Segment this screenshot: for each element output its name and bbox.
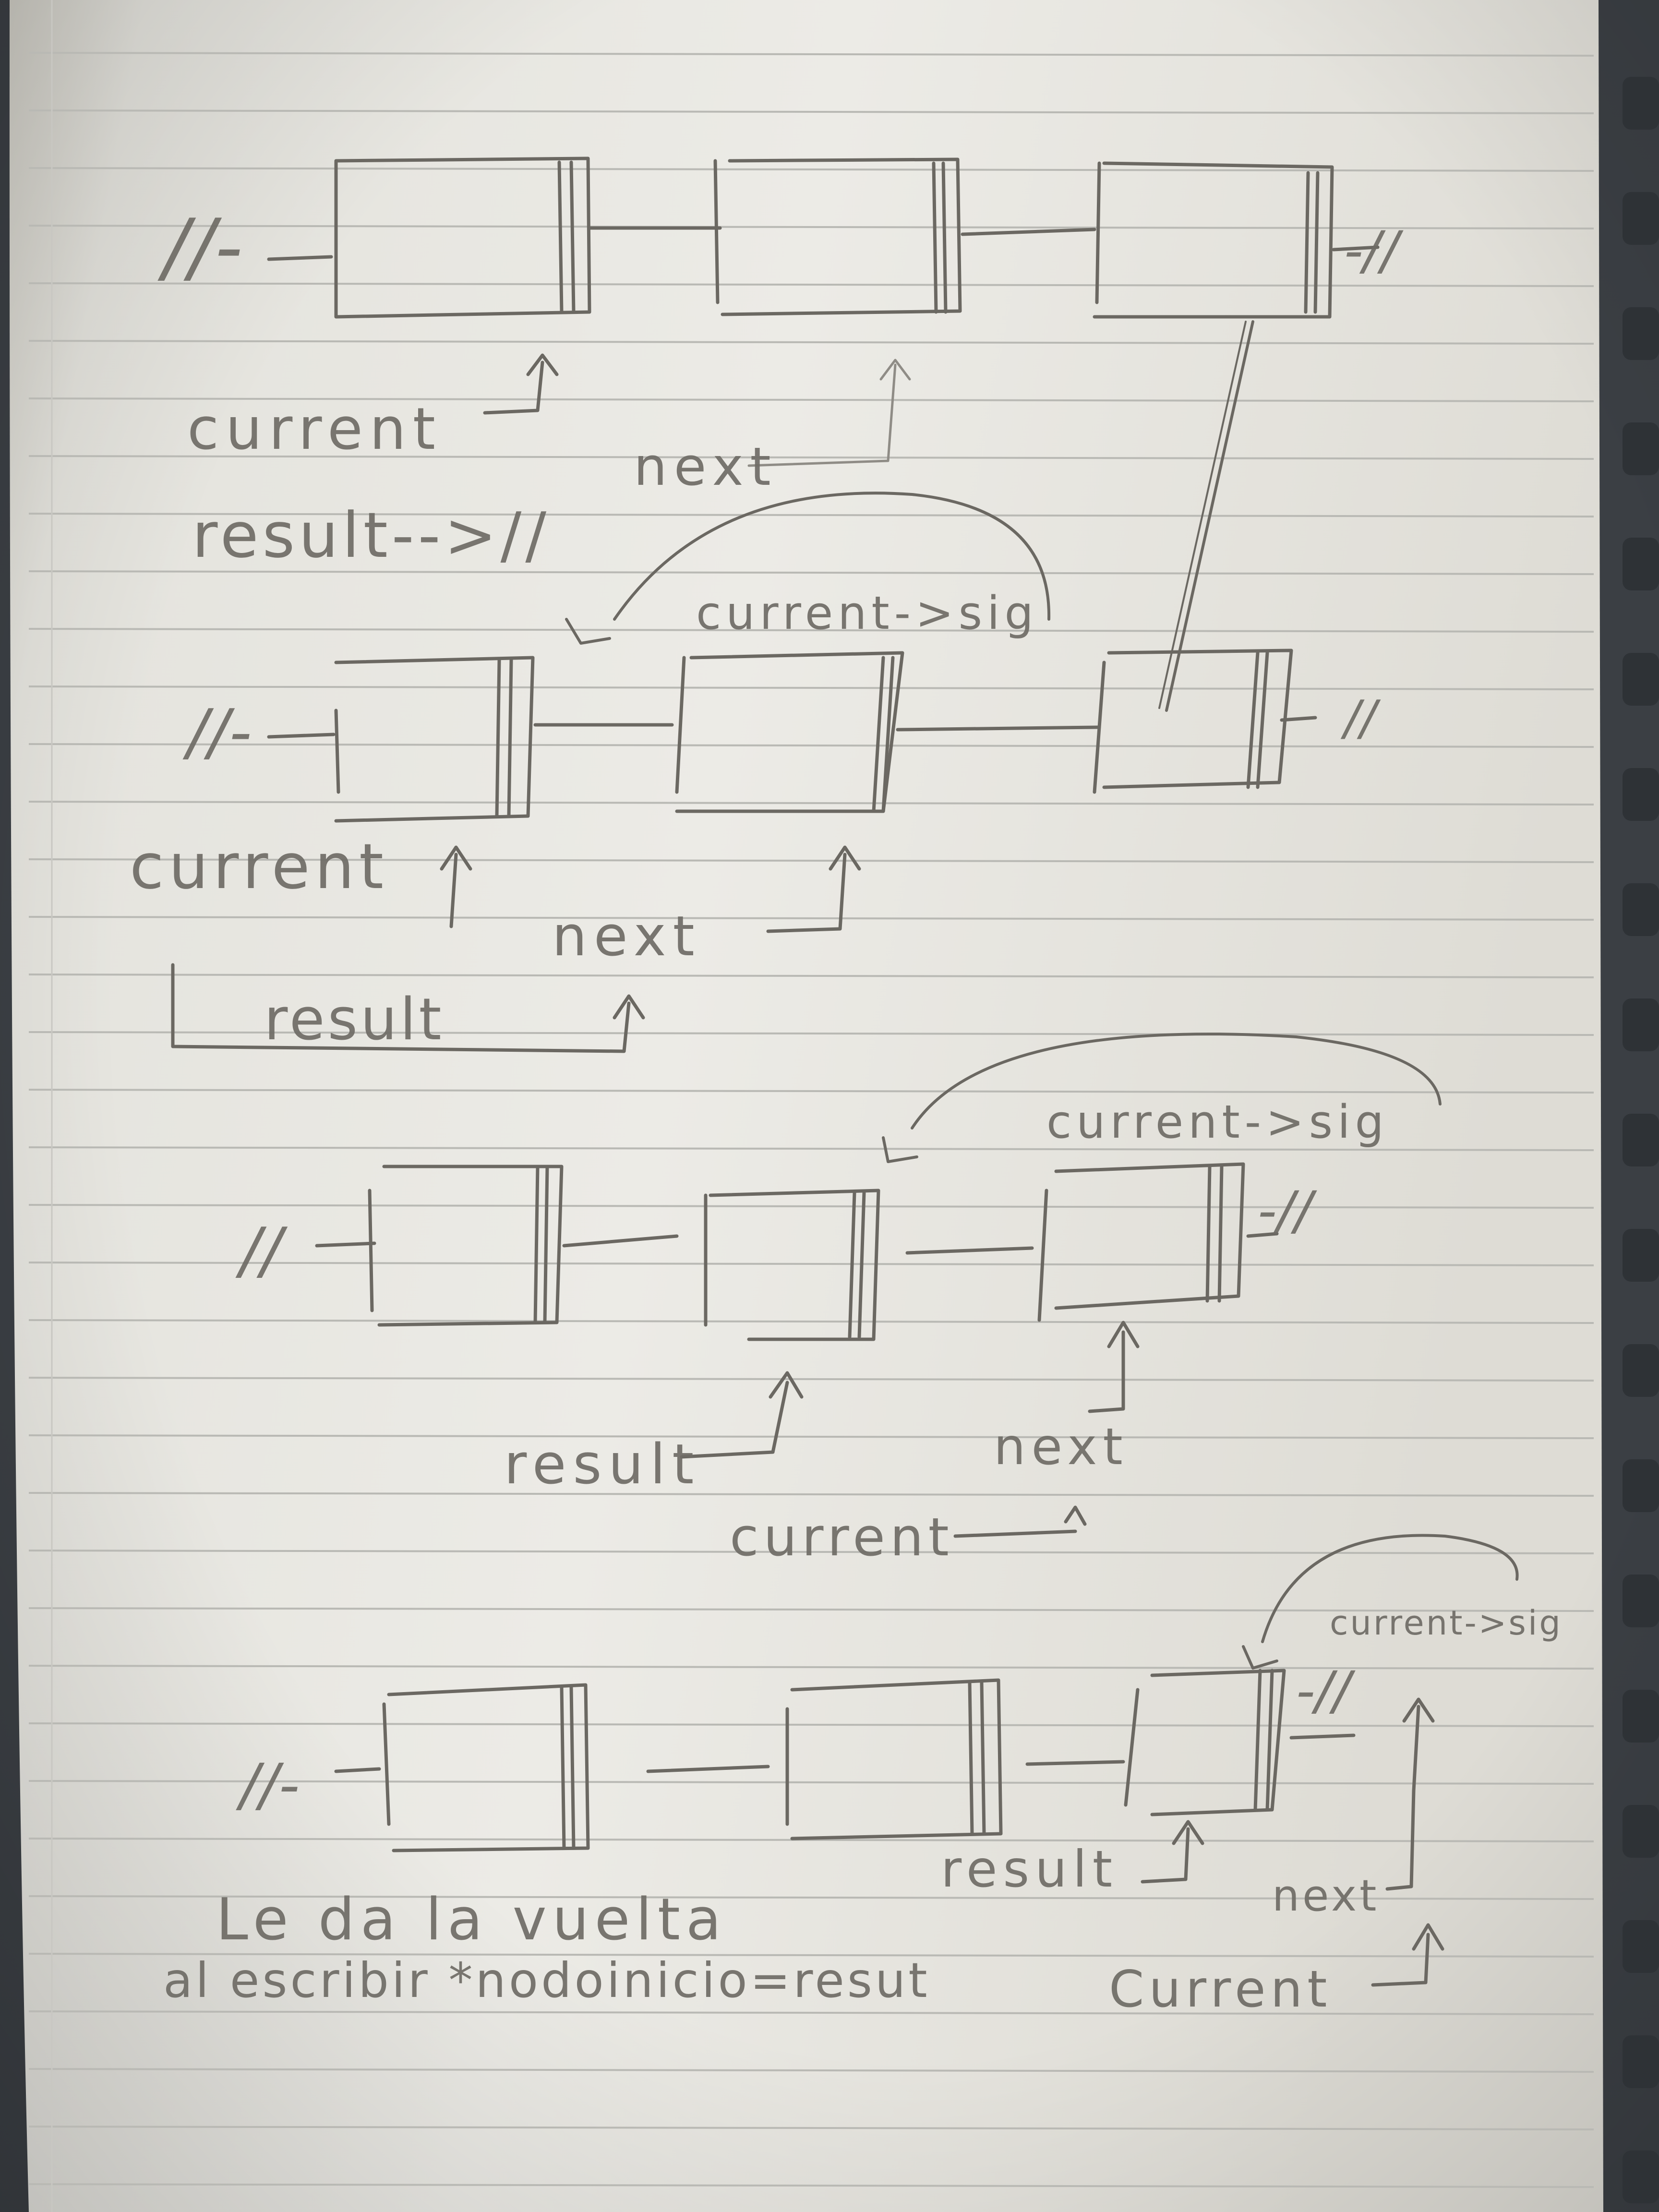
spiral-ring — [1623, 883, 1659, 936]
footnote-line-1: Le da la vuelta — [216, 1887, 727, 1953]
spiral-ring — [1623, 998, 1659, 1051]
footnote-line-2: al escribir *nodoinicio=resut — [163, 1952, 930, 2008]
spiral-ring — [1623, 1805, 1659, 1858]
spiral-ring — [1623, 653, 1659, 706]
null-marker: -// — [1258, 1180, 1317, 1241]
spiral-ring — [1623, 422, 1659, 475]
spiral-ring — [1623, 1229, 1659, 1282]
spiral-ring — [1623, 1690, 1659, 1743]
diagram-step-3-text: current->sig // -// result next current — [235, 1096, 1389, 1568]
spiral-ring — [1623, 2035, 1659, 2088]
spiral-binding — [1623, 77, 1659, 2203]
null-marker: -// — [1296, 1660, 1356, 1721]
label-next: next — [634, 436, 778, 497]
label-next: next — [552, 904, 701, 969]
label-current: current — [730, 1506, 954, 1568]
footnote: Le da la vuelta al escribir *nodoinicio=… — [163, 1887, 930, 2008]
diagram-step-1-text: //- -// current next result-->// — [157, 202, 1404, 572]
spiral-ring — [1623, 307, 1659, 360]
diagram-step-4 — [334, 1534, 1519, 1987]
label-result: result — [504, 1432, 700, 1497]
diagram-step-1 — [267, 156, 1380, 712]
spiral-ring — [1623, 1459, 1659, 1512]
spiral-ring — [1623, 1114, 1659, 1166]
label-next: next — [994, 1418, 1129, 1476]
label-result: result — [941, 1840, 1118, 1899]
label-current-sig: current->sig — [1330, 1603, 1563, 1643]
diagram-step-4-text: current->sig //- -// result next Current — [236, 1603, 1563, 2019]
label-next: next — [1272, 1871, 1379, 1921]
null-marker: //- — [182, 696, 252, 769]
spiral-ring — [1623, 1575, 1659, 1627]
spiral-ring — [1623, 2151, 1659, 2203]
null-marker: //- — [236, 1752, 300, 1819]
null-marker: -// — [1344, 220, 1404, 281]
label-current-sig: current->sig — [1046, 1096, 1389, 1149]
spiral-ring — [1623, 1920, 1659, 1973]
spiral-ring — [1623, 1344, 1659, 1397]
null-marker: // — [1340, 690, 1381, 746]
spiral-ring — [1623, 77, 1659, 130]
label-result: result-->// — [192, 499, 550, 572]
null-marker: // — [235, 1214, 288, 1287]
ruled-lines — [28, 52, 1594, 2188]
label-current: current — [130, 830, 388, 903]
diagram-step-3 — [315, 1033, 1442, 1538]
spiral-ring — [1623, 768, 1659, 821]
null-marker: //- — [157, 202, 243, 292]
spiral-ring — [1623, 192, 1659, 245]
diagram-step-2 — [171, 492, 1317, 1053]
label-current: Current — [1109, 1960, 1332, 2019]
label-result: result — [264, 986, 445, 1053]
spiral-ring — [1623, 538, 1659, 590]
label-current-sig: current->sig — [696, 587, 1038, 640]
label-current: current — [187, 396, 442, 463]
diagram-step-2-text: current->sig //- // current next result — [130, 587, 1381, 1053]
